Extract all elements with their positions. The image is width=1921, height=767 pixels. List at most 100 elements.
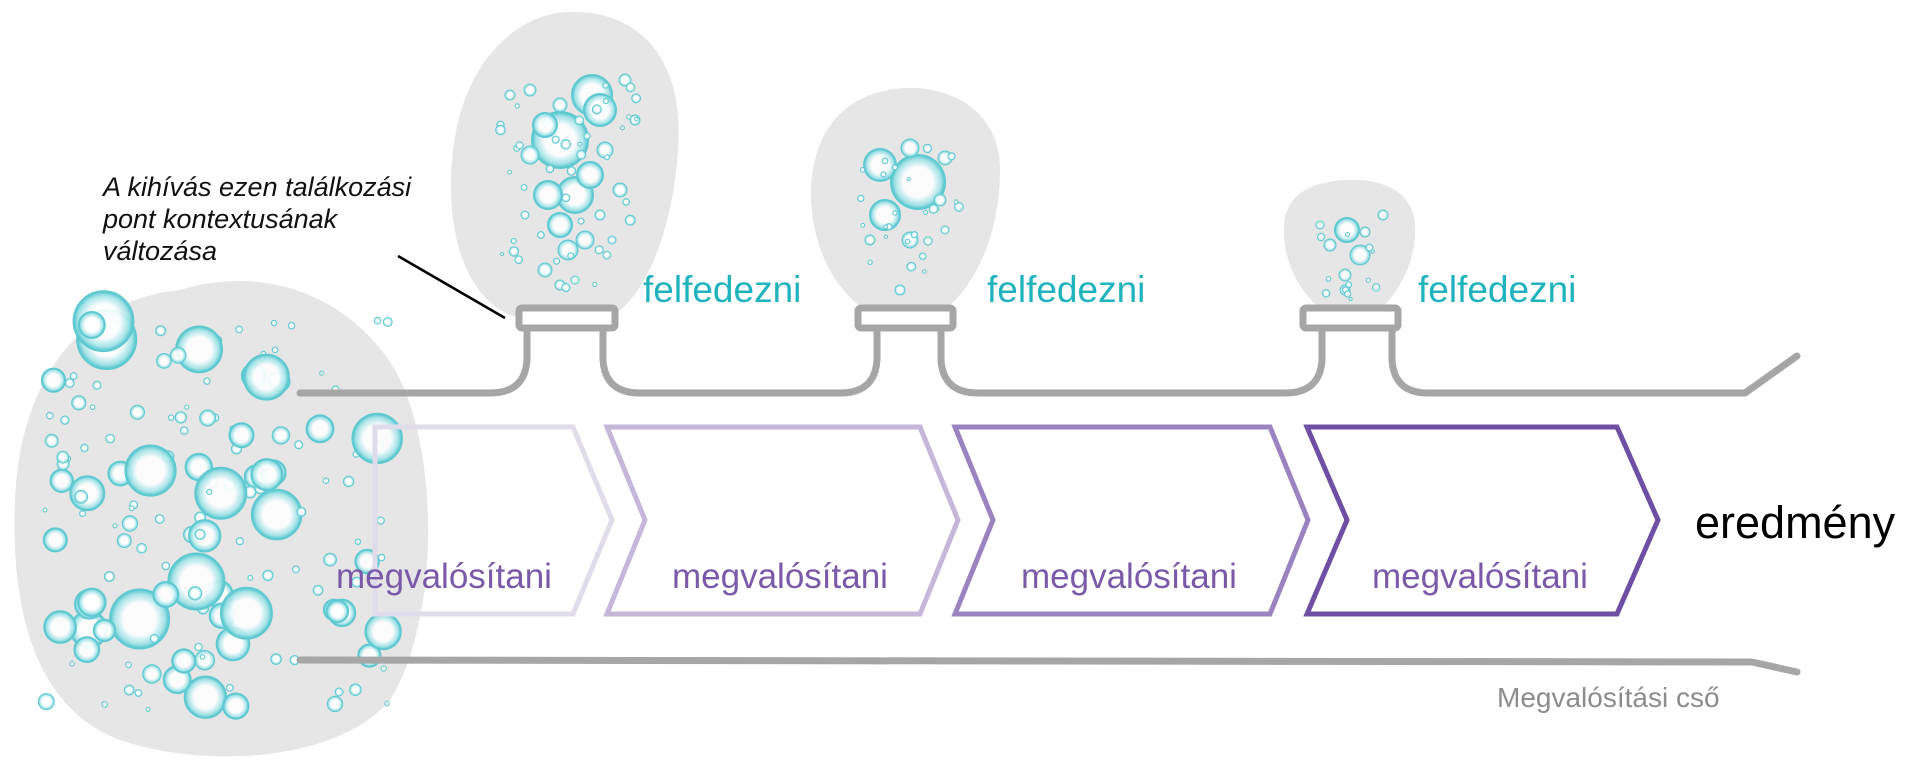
bubble <box>49 468 74 493</box>
bubble <box>326 695 344 713</box>
bubble <box>377 553 386 562</box>
bubble <box>73 636 101 663</box>
bubble <box>1365 243 1374 252</box>
bubble <box>892 164 898 171</box>
bubble <box>89 404 96 411</box>
bubble <box>947 152 956 161</box>
bubble <box>904 238 911 245</box>
bubble <box>520 184 528 191</box>
bubble <box>60 415 70 425</box>
bubble <box>922 269 927 274</box>
bubble <box>561 282 571 293</box>
explore-label-2: felfedezni <box>987 269 1145 310</box>
bubble <box>504 89 516 101</box>
bubble <box>545 164 555 174</box>
bubble <box>319 370 325 376</box>
bubble <box>510 238 517 244</box>
bubble <box>618 73 632 87</box>
bubble <box>149 634 159 644</box>
bubble <box>923 209 929 215</box>
bubble <box>602 250 612 260</box>
bubble <box>1348 297 1353 301</box>
bubble <box>376 516 385 525</box>
bubble <box>1344 231 1351 238</box>
bubble <box>105 433 116 444</box>
bubble <box>575 230 595 250</box>
bubble <box>145 706 151 713</box>
bubble <box>583 132 591 140</box>
bubble <box>1315 220 1325 230</box>
bubble <box>77 587 107 617</box>
bubble <box>206 488 213 495</box>
bubble <box>537 231 545 239</box>
annotation-line-2: pont kontextusának <box>102 204 339 234</box>
bubble <box>880 171 887 178</box>
bubble <box>199 654 206 660</box>
bubble <box>919 252 927 261</box>
pipe-bottom-line <box>296 656 1801 676</box>
bubble <box>161 561 171 571</box>
bubble <box>607 235 617 245</box>
bubble <box>551 135 560 144</box>
bubble <box>167 414 175 421</box>
bubble <box>533 180 563 210</box>
bubble <box>250 488 303 541</box>
bubble <box>187 586 203 601</box>
bubble <box>174 411 188 424</box>
bubble <box>125 661 132 669</box>
explore-label-1: felfedezni <box>643 269 801 310</box>
bubble <box>508 246 520 257</box>
bubble <box>364 612 402 651</box>
bubble <box>625 82 636 93</box>
bubble <box>123 684 135 696</box>
bubble <box>219 586 273 640</box>
bubble <box>576 161 604 189</box>
bubble <box>334 687 344 697</box>
bubble <box>619 125 625 131</box>
bubble <box>922 143 933 154</box>
bubble <box>287 321 296 330</box>
bubble <box>577 141 583 147</box>
bubble <box>42 527 68 553</box>
bubble <box>40 367 67 393</box>
bubble <box>552 97 568 113</box>
bubble <box>514 255 524 265</box>
bubble <box>514 103 520 109</box>
bubble <box>296 506 307 517</box>
bubble <box>863 148 897 182</box>
result-label: eredmény <box>1695 497 1896 548</box>
idea-bubbles <box>37 73 1389 720</box>
bubble <box>515 141 524 150</box>
bubble <box>1345 281 1353 289</box>
bubble <box>199 409 217 427</box>
bubble <box>194 642 203 652</box>
bubble <box>74 489 89 504</box>
bubble <box>69 660 75 667</box>
bubble <box>43 610 77 644</box>
bubble <box>312 584 324 596</box>
bubble <box>928 204 939 214</box>
bubble <box>270 653 282 665</box>
bubble <box>250 458 284 492</box>
bubble <box>294 440 304 450</box>
bubble <box>351 576 363 588</box>
bubble <box>883 234 889 239</box>
bubble <box>124 444 177 497</box>
bubble <box>890 154 946 210</box>
bubble <box>142 664 162 684</box>
bubble <box>523 83 537 97</box>
annotation-line-3: változása <box>103 236 217 266</box>
bubble <box>155 325 167 337</box>
implement-chevron-4 <box>1303 424 1661 617</box>
bubble <box>520 145 540 165</box>
bubble <box>71 395 87 411</box>
bubble <box>154 514 165 524</box>
bubble <box>940 225 950 235</box>
bubble <box>859 167 866 173</box>
bubble <box>567 252 575 260</box>
bubble <box>594 209 606 221</box>
bubble <box>44 433 59 448</box>
bubble <box>179 426 189 436</box>
bubble <box>242 353 290 401</box>
